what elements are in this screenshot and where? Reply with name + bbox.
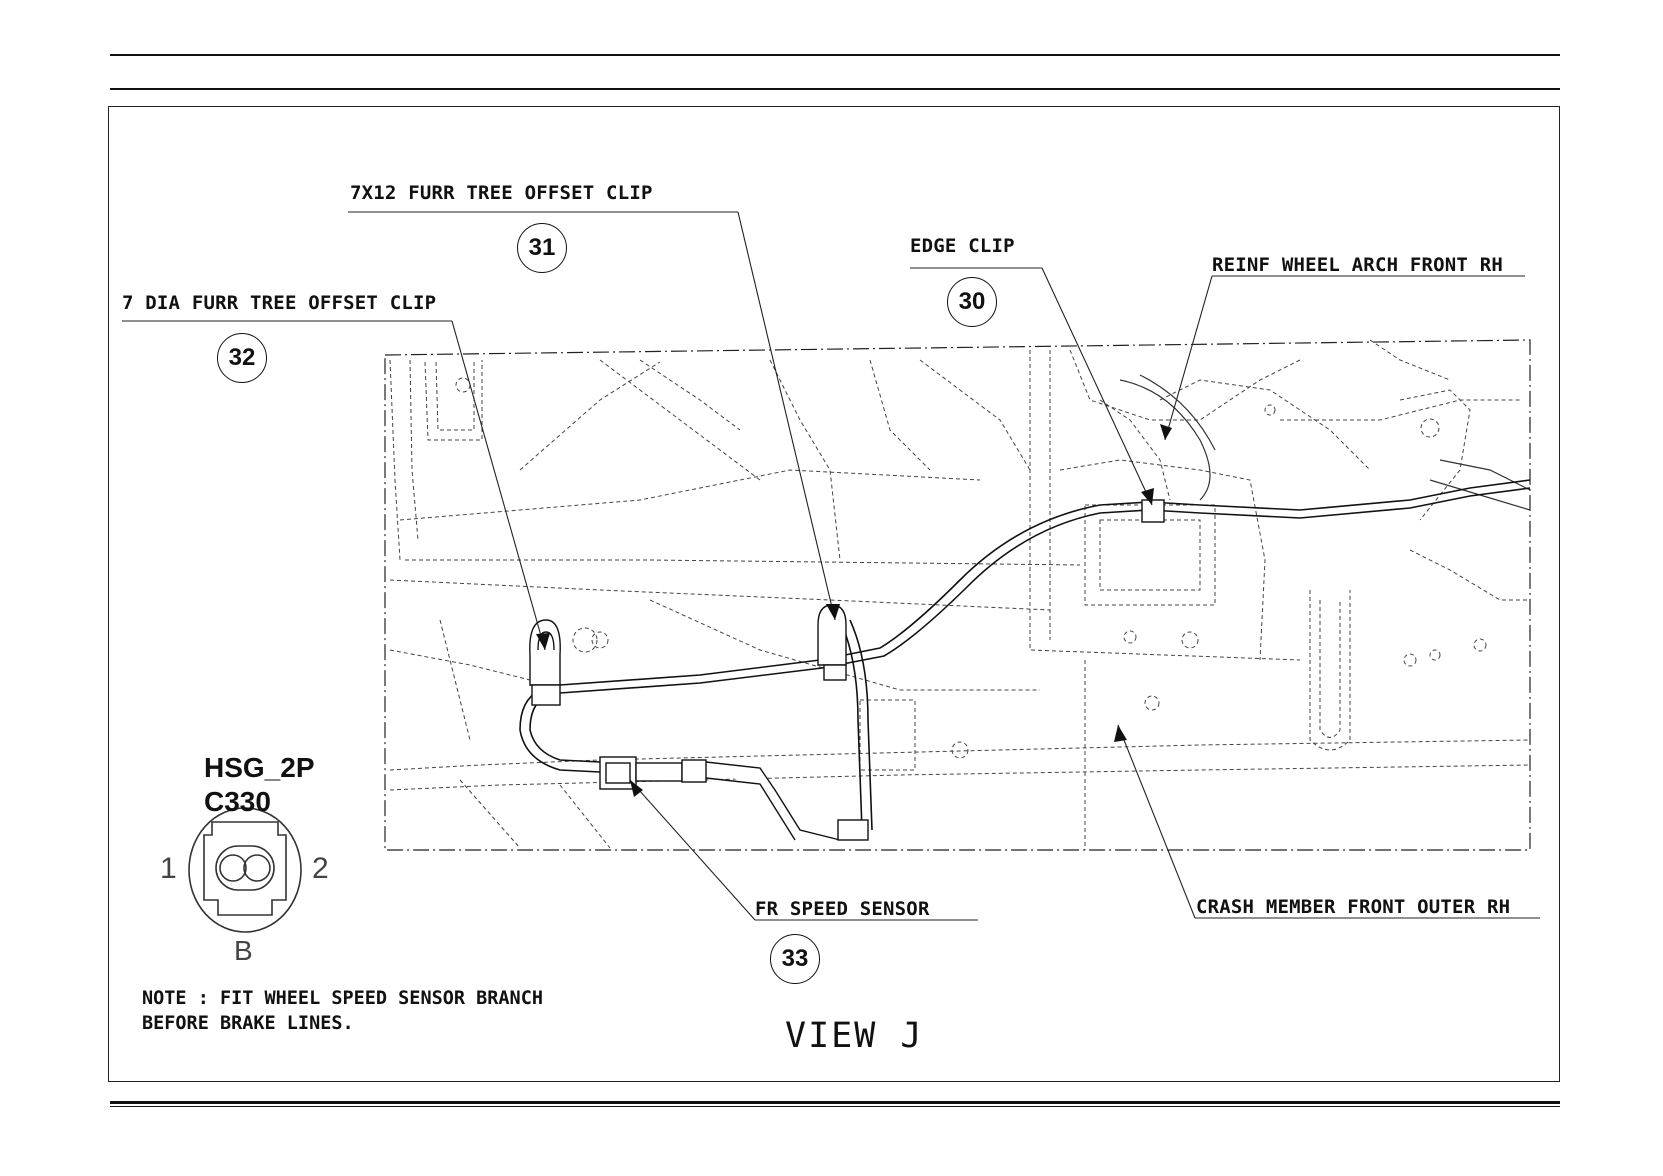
callout-32-label: 7 DIA FURR TREE OFFSET CLIP	[122, 292, 437, 314]
leader-arrowheads	[536, 424, 1172, 797]
view-boundary	[384, 339, 1531, 851]
callout-30-label: EDGE CLIP	[910, 235, 1015, 257]
bottom-rule-thin	[110, 1106, 1560, 1107]
callout-33-label: FR SPEED SENSOR	[755, 898, 930, 920]
clip-30	[1141, 499, 1165, 523]
connector-view-letter: B	[234, 935, 253, 966]
callout-32-number: 32	[217, 333, 267, 383]
drawing-frame	[108, 106, 1560, 1082]
callout-30-number: 30	[947, 277, 997, 327]
body-structure	[389, 339, 1531, 850]
leader-lines	[122, 211, 1540, 921]
sensor-connector-body	[599, 756, 869, 841]
bottom-rule-thick	[110, 1101, 1560, 1104]
pin-2-label: 2	[312, 852, 329, 885]
arch-bracket	[1119, 374, 1531, 511]
connector-housing-label: HSG_2P	[204, 752, 315, 783]
connector-face	[188, 807, 302, 933]
callout-31-label: 7X12 FURR TREE OFFSET CLIP	[350, 182, 653, 204]
top-rule-2	[110, 88, 1560, 90]
view-title: VIEW J	[785, 1016, 924, 1056]
note-line-2: BEFORE BRAKE LINES.	[142, 1013, 354, 1034]
reinf-wheel-arch-label: REINF WHEEL ARCH FRONT RH	[1212, 254, 1503, 276]
sensor-harness	[519, 479, 1531, 831]
clip-32	[529, 619, 561, 706]
callout-31-number: 31	[517, 223, 567, 273]
callout-33-number: 33	[770, 934, 820, 984]
pin-1-label: 1	[160, 852, 177, 885]
crash-member-label: CRASH MEMBER FRONT OUTER RH	[1196, 896, 1511, 918]
connector-id-label: C330	[204, 786, 271, 817]
top-rule-1	[110, 54, 1560, 56]
assembly-note: NOTE : FIT WHEEL SPEED SENSOR BRANCH BEF…	[142, 986, 543, 1036]
note-line-1: NOTE : FIT WHEEL SPEED SENSOR BRANCH	[142, 988, 543, 1009]
